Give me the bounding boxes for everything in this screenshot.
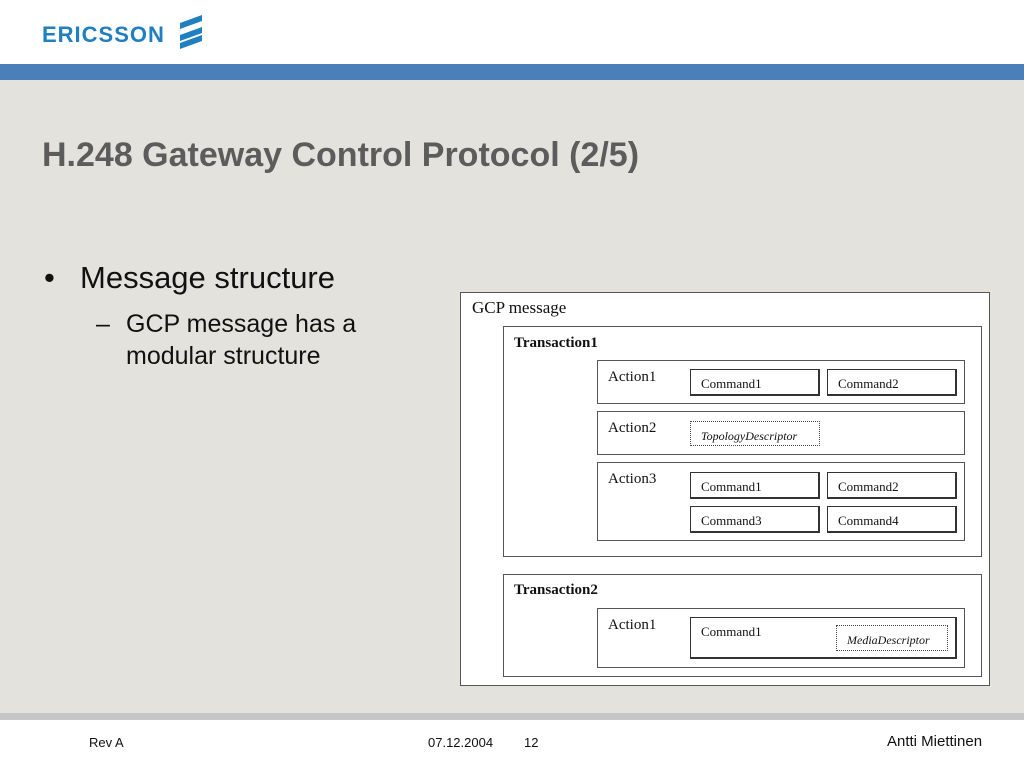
transaction2-label: Transaction2 bbox=[514, 582, 598, 598]
footer-author: Antti Miettinen bbox=[887, 733, 983, 750]
slide-title: H.248 Gateway Control Protocol (2/5) bbox=[42, 136, 640, 174]
t1-a1-command2: Command2 bbox=[827, 369, 957, 396]
t1-action2-box bbox=[597, 411, 965, 455]
header: ERICSSON bbox=[0, 0, 1024, 64]
bullet-text: Message structure bbox=[80, 260, 335, 295]
bullet-item: • Message structure bbox=[44, 260, 335, 296]
t1-a3-command2: Command2 bbox=[827, 472, 957, 499]
gcp-message-label: GCP message bbox=[472, 298, 567, 317]
topology-descriptor: TopologyDescriptor bbox=[690, 421, 820, 446]
t1-action2-label: Action2 bbox=[608, 420, 657, 436]
sub-bullet-marker: – bbox=[96, 310, 110, 338]
t1-a3-command3: Command3 bbox=[690, 506, 820, 533]
t1-action3-label: Action3 bbox=[608, 471, 657, 487]
logo-text: ERICSSON bbox=[42, 22, 165, 47]
t1-a3-command4: Command4 bbox=[827, 506, 957, 533]
t2-a1-command1: Command1 bbox=[690, 617, 957, 659]
transaction1-label: Transaction1 bbox=[514, 335, 598, 351]
footer-date: 07.12.2004 bbox=[428, 735, 494, 750]
footer-page-number: 12 bbox=[524, 735, 539, 750]
ericsson-logo-icon bbox=[180, 15, 202, 49]
t1-a3-command1: Command1 bbox=[690, 472, 820, 499]
t1-a1-command1: Command1 bbox=[690, 369, 820, 396]
footer: Rev A 07.12.2004 12 Antti Miettinen bbox=[0, 720, 1024, 768]
header-bar bbox=[0, 64, 1024, 80]
t1-action1-label: Action1 bbox=[608, 369, 657, 385]
bullet-marker: • bbox=[44, 260, 55, 295]
media-descriptor: MediaDescriptor bbox=[836, 625, 948, 651]
sub-bullet-text: GCP message has a modular structure bbox=[126, 310, 357, 370]
footer-revision: Rev A bbox=[89, 735, 124, 750]
footer-bar bbox=[0, 713, 1024, 720]
t2-action1-label: Action1 bbox=[608, 617, 657, 633]
